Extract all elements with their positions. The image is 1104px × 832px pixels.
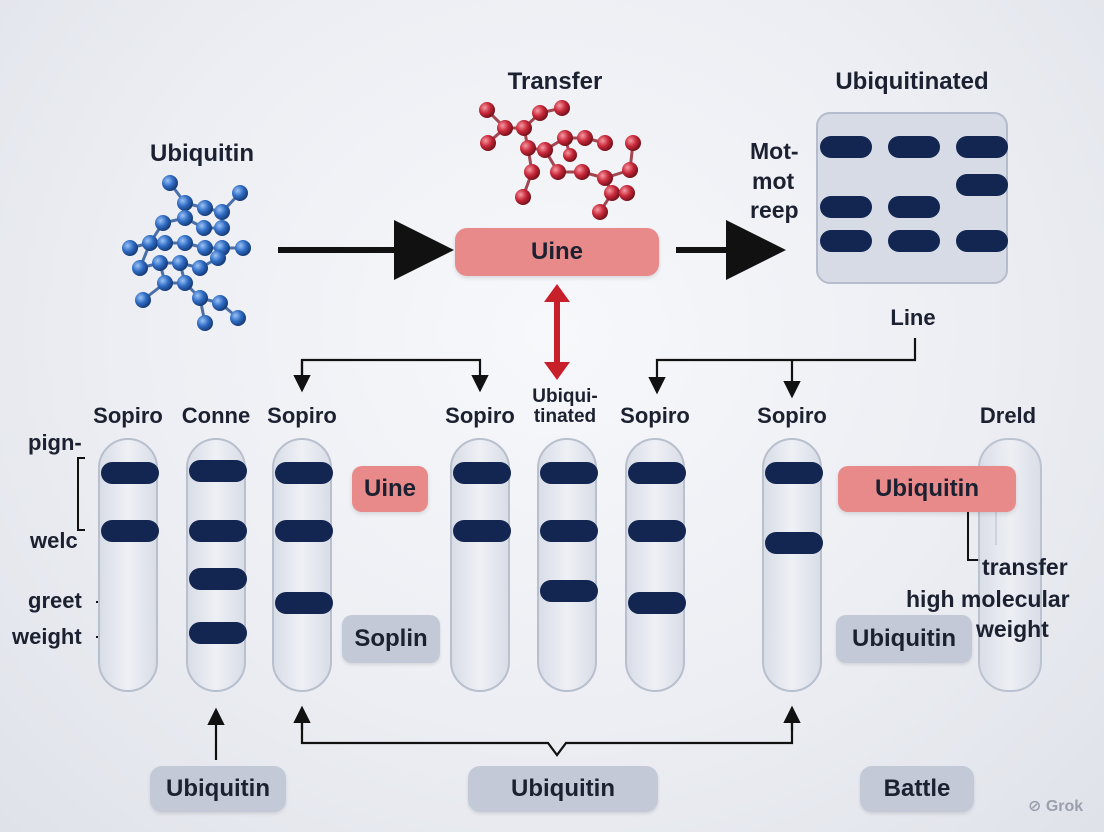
gel-band bbox=[189, 520, 247, 542]
gel-band bbox=[540, 520, 598, 542]
gel-band bbox=[820, 136, 872, 158]
gel-lane bbox=[98, 438, 159, 692]
transfer-molecule-atoms bbox=[479, 100, 641, 220]
uine-small-box-label: Uine bbox=[363, 475, 416, 502]
bottom-ubiquitin-center-label: Ubiquitin bbox=[511, 775, 615, 802]
gel-band bbox=[888, 136, 940, 158]
gel-band bbox=[189, 568, 247, 590]
gel-band bbox=[820, 230, 872, 252]
lane-connectors-top bbox=[293, 338, 917, 399]
grok-watermark: ⊘ Grok bbox=[1028, 796, 1083, 816]
lane-header: Sopiro bbox=[620, 403, 690, 428]
lane-connectors-bottom bbox=[207, 705, 801, 760]
bottom-ubiquitin-center: Ubiquitin bbox=[468, 766, 658, 812]
uine-box-label: Uine bbox=[530, 238, 583, 265]
right-note-transfer: transfer bbox=[982, 554, 1068, 580]
gel-band bbox=[453, 520, 511, 542]
gel-band bbox=[888, 230, 940, 252]
lane-header: Sopiro bbox=[757, 403, 827, 428]
gel-band bbox=[628, 520, 686, 542]
watermark-text: Grok bbox=[1045, 798, 1084, 815]
right-note-high-molecular: high molecular bbox=[906, 586, 1070, 612]
gel-lane bbox=[537, 438, 598, 692]
left-label-greet: greet bbox=[28, 588, 82, 613]
gel-band bbox=[628, 592, 686, 614]
gel-band bbox=[101, 520, 159, 542]
ubiquitin-gray-box-label: Ubiquitin bbox=[852, 625, 956, 652]
ubiquitin-red-box-label: Ubiquitin bbox=[875, 475, 979, 502]
right-note-weight: weight bbox=[976, 616, 1049, 642]
ubiquitinated-title: Ubiquitinated bbox=[835, 68, 989, 95]
gel-lane bbox=[450, 438, 511, 692]
gel-lane bbox=[272, 438, 333, 692]
gel-band bbox=[956, 136, 1008, 158]
gel-band bbox=[275, 520, 333, 542]
bottom-ubiquitin-left: Ubiquitin bbox=[150, 766, 286, 812]
left-label-pign: pign- bbox=[28, 430, 82, 455]
gel-side-text-2: mot bbox=[752, 168, 795, 194]
gel-band bbox=[540, 462, 598, 484]
gel-band bbox=[820, 196, 872, 218]
red-double-arrow bbox=[544, 284, 570, 380]
lane-header: Ubiqui- bbox=[532, 386, 598, 407]
gel-band bbox=[765, 462, 823, 484]
gel-band bbox=[275, 462, 333, 484]
gel-band bbox=[275, 592, 333, 614]
left-label-welc: welc bbox=[30, 528, 78, 553]
gel-band bbox=[189, 460, 247, 482]
lane-header: Sopiro bbox=[267, 403, 337, 428]
gel-band bbox=[628, 462, 686, 484]
gel-side-text-3: reep bbox=[750, 197, 799, 223]
gel-band bbox=[453, 462, 511, 484]
ubiquitinated-gel bbox=[816, 112, 1008, 284]
gel-band bbox=[956, 230, 1008, 252]
lane-header: Dreld bbox=[979, 403, 1037, 428]
lane-header: tinated bbox=[533, 406, 597, 427]
bottom-battle: Battle bbox=[860, 766, 974, 812]
bottom-ubiquitin-left-label: Ubiquitin bbox=[166, 775, 270, 802]
soplin-box: Soplin bbox=[342, 615, 440, 663]
grok-icon: ⊘ bbox=[1028, 798, 1042, 815]
gel-band bbox=[888, 196, 940, 218]
uine-small-box: Uine bbox=[352, 466, 428, 512]
bottom-battle-label: Battle bbox=[883, 775, 951, 802]
soplin-box-label: Soplin bbox=[354, 625, 428, 652]
lane-header: Sopiro bbox=[93, 403, 163, 428]
gel-lane bbox=[762, 438, 823, 692]
left-label-weight: weight bbox=[12, 624, 82, 649]
transfer-title: Transfer bbox=[507, 68, 603, 95]
ubiquitin-red-box: Ubiquitin bbox=[838, 466, 1016, 512]
gel-band bbox=[101, 462, 159, 484]
gel-band bbox=[189, 622, 247, 644]
gel-side-text-1: Mot- bbox=[750, 138, 799, 164]
gel-band bbox=[765, 532, 823, 554]
ubiquitin-gray-box: Ubiquitin bbox=[836, 615, 972, 663]
uine-box: Uine bbox=[455, 228, 659, 276]
gel-lane bbox=[186, 438, 247, 692]
gel-lane bbox=[625, 438, 686, 692]
ubiquitin-title: Ubiquitin bbox=[150, 140, 254, 167]
lane-header: Conne bbox=[181, 403, 251, 428]
ubiquitin-molecule-atoms bbox=[122, 175, 251, 331]
gel-band bbox=[956, 174, 1008, 196]
lane-header: Sopiro bbox=[445, 403, 515, 428]
line-label: Line bbox=[890, 305, 936, 330]
gel-band bbox=[540, 580, 598, 602]
